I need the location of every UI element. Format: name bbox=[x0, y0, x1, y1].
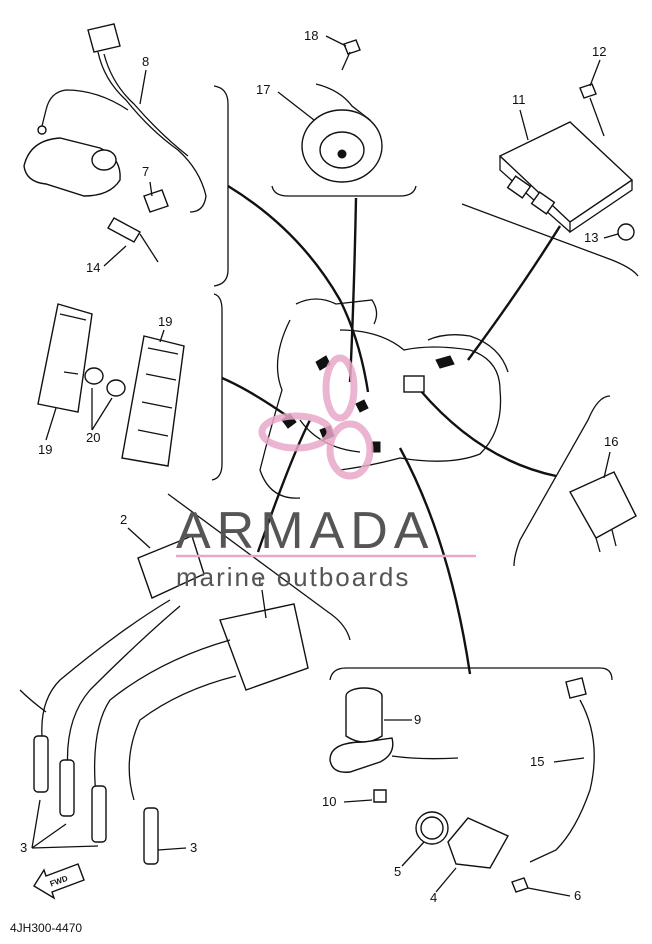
callouts: 1 2 3 3 4 5 6 7 8 9 10 11 12 13 14 15 16… bbox=[20, 28, 618, 905]
horn bbox=[301, 39, 383, 183]
ignition-coils bbox=[19, 535, 309, 865]
callout-2: 2 bbox=[120, 512, 127, 527]
group-brackets bbox=[167, 85, 639, 681]
callout-1: 1 bbox=[256, 574, 263, 589]
control-unit bbox=[498, 83, 635, 241]
watermark: ARMADA marine outboards bbox=[176, 354, 476, 592]
callout-3b: 3 bbox=[190, 840, 197, 855]
callout-11: 11 bbox=[512, 92, 526, 107]
callout-leaders bbox=[31, 35, 619, 897]
forward-arrow-icon: FWD bbox=[33, 863, 85, 900]
callout-4: 4 bbox=[430, 890, 437, 905]
callout-18: 18 bbox=[304, 28, 318, 43]
callout-6: 6 bbox=[574, 888, 581, 903]
callout-17: 17 bbox=[256, 82, 270, 97]
callout-16: 16 bbox=[604, 434, 618, 449]
callout-15: 15 bbox=[530, 754, 544, 769]
callout-9: 9 bbox=[414, 712, 421, 727]
callout-7: 7 bbox=[142, 164, 149, 179]
callout-19a: 19 bbox=[38, 442, 52, 457]
callout-14: 14 bbox=[86, 260, 100, 275]
callout-10: 10 bbox=[322, 794, 336, 809]
reflectors bbox=[37, 303, 185, 467]
callout-12: 12 bbox=[592, 44, 606, 59]
watermark-tagline: marine outboards bbox=[176, 562, 410, 592]
callout-13: 13 bbox=[584, 230, 598, 245]
relay bbox=[569, 471, 637, 553]
starter-group bbox=[329, 677, 595, 893]
callout-20: 20 bbox=[86, 430, 100, 445]
callout-5: 5 bbox=[394, 864, 401, 879]
leader-lines bbox=[221, 184, 562, 675]
sensor-group bbox=[23, 23, 207, 263]
callout-8: 8 bbox=[142, 54, 149, 69]
engine-outline bbox=[259, 298, 509, 499]
callout-3a: 3 bbox=[20, 840, 27, 855]
drawing-code: 4JH300-4470 bbox=[10, 921, 82, 935]
propeller-logo-icon bbox=[258, 354, 374, 480]
callout-19b: 19 bbox=[158, 314, 172, 329]
watermark-brand: ARMADA bbox=[176, 502, 434, 560]
